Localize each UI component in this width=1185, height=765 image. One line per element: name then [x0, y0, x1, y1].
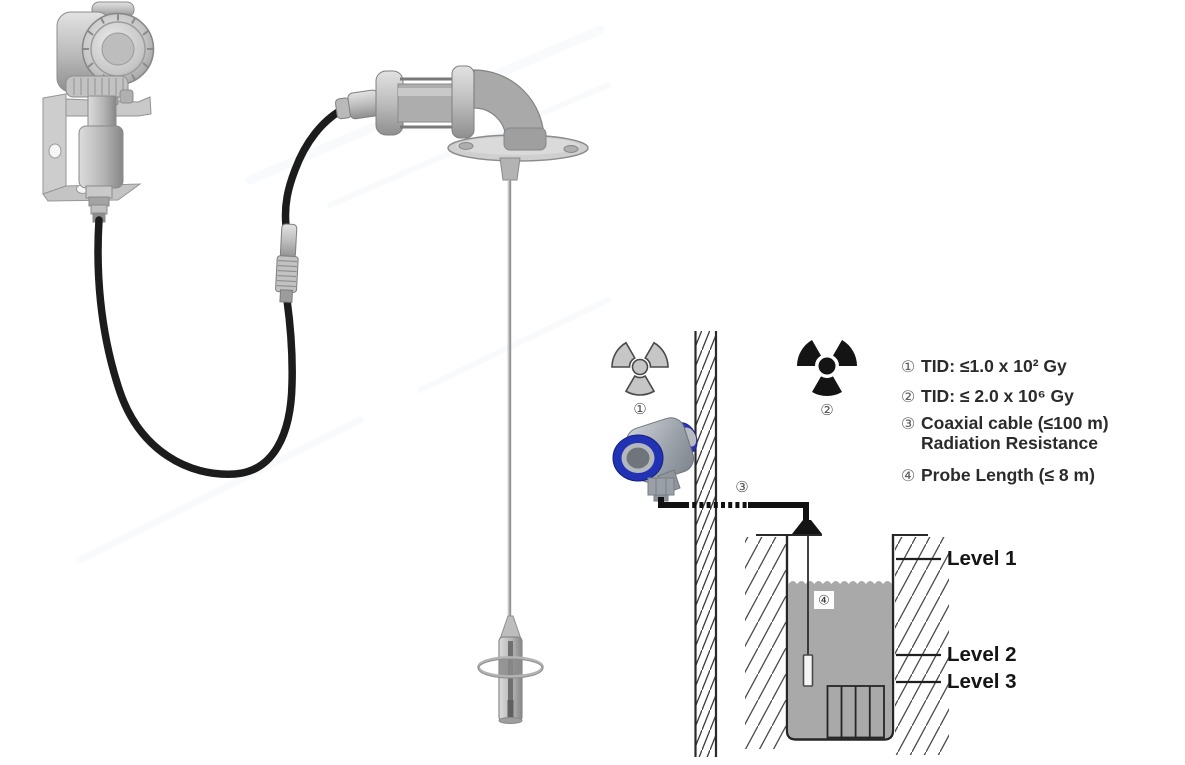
probe-rod — [507, 180, 512, 617]
tank-wall-hatch-right — [895, 537, 949, 755]
probe-weight — [802, 654, 814, 687]
callout-1: ① — [633, 401, 646, 418]
shielding-wall — [694, 331, 718, 757]
legend-text-3: Coaxial cable (≤100 m) — [921, 413, 1109, 433]
product-photo — [42, 1, 589, 724]
tank-outline — [785, 534, 895, 741]
legend-text-2: TID: ≤ 2.0 x 10⁶ Gy — [921, 386, 1074, 406]
callout-4: ④ — [818, 593, 830, 608]
legend-num-3: ③ — [901, 416, 915, 433]
legend-num-1: ① — [901, 359, 915, 376]
radiation-trefoil-low-icon — [611, 341, 669, 396]
probe-head-assembly — [334, 65, 589, 181]
radiation-trefoil-high-icon — [797, 340, 857, 396]
sensor-module — [78, 95, 124, 223]
level-2-label: Level 2 — [947, 643, 1017, 666]
callout-3: ③ — [735, 479, 748, 496]
legend: ① TID: ≤1.0 x 10² Gy ② TID: ≤ 2.0 x 10⁶ … — [901, 356, 1109, 485]
probe-head-flange-disc — [451, 65, 475, 139]
level-markers — [896, 557, 941, 684]
level-3-label: Level 3 — [947, 670, 1017, 693]
legend-text-4: Probe Length (≤ 8 m) — [921, 465, 1095, 485]
transmitter-icon — [612, 417, 698, 502]
installation-diagram: ① ② ③ — [611, 331, 1109, 757]
legend-text-3b: Radiation Resistance — [921, 433, 1098, 453]
legend-num-2: ② — [901, 389, 915, 406]
legend-num-4: ④ — [901, 468, 915, 485]
callout-4-box — [814, 591, 834, 609]
tank-internals — [826, 685, 885, 739]
displacer-weight — [477, 615, 544, 724]
tank-wall-hatch-left — [745, 537, 787, 749]
level-1-label: Level 1 — [947, 547, 1017, 570]
legend-text-1: TID: ≤1.0 x 10² Gy — [921, 356, 1067, 376]
coaxial-cable-run — [658, 497, 809, 526]
callout-2: ② — [820, 402, 833, 419]
tank: ④ — [745, 520, 949, 755]
nozzle-cone — [792, 520, 822, 534]
cable-inline-connector — [275, 223, 299, 303]
coaxial-cable-photo — [94, 104, 349, 478]
transmitter-head — [56, 1, 155, 104]
